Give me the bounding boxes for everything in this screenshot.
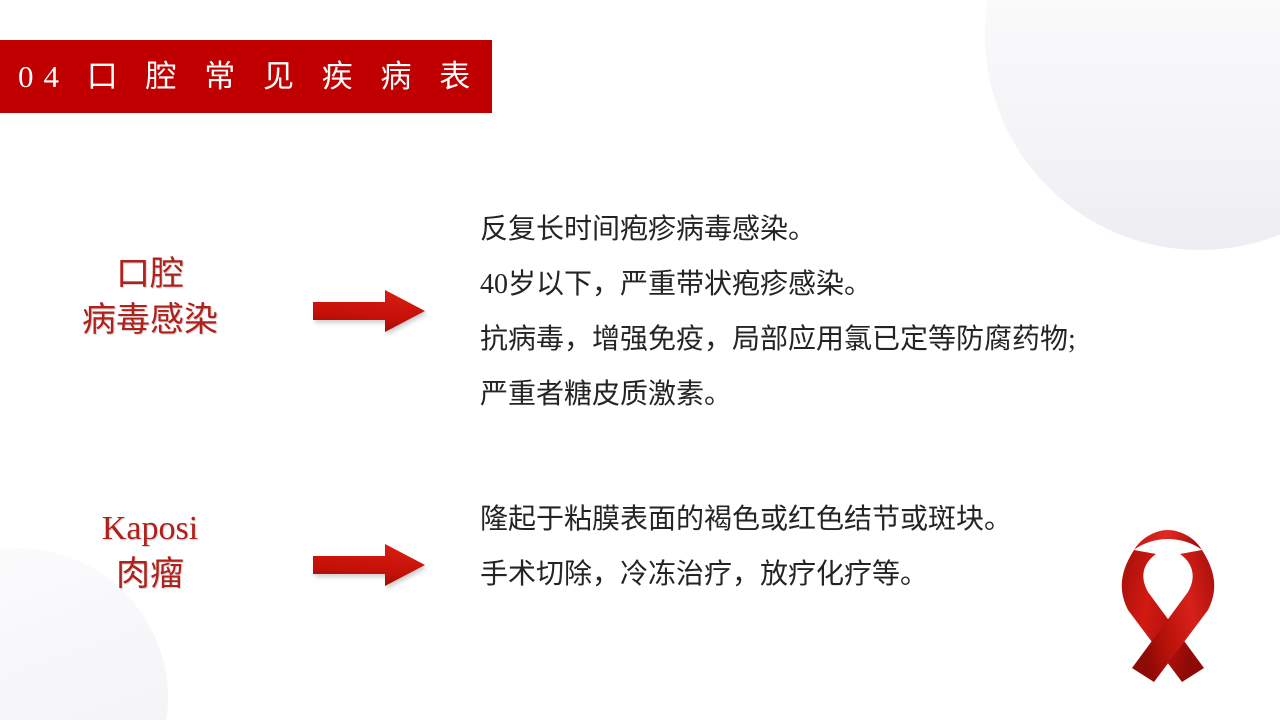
arrow-cell-2 [300,486,480,586]
label-line-1: Kaposi [101,510,199,547]
page-title: 04 口 腔 常 见 疾 病 表 现 [18,59,539,94]
content-row-kaposi-sarcoma: Kaposi 肉瘤 隆起于粘膜表面的褐色或红色结节或斑块。 手术切除，冷冻治疗，… [0,486,1012,602]
body-line: 抗病毒，增强免疫，局部应用氯已定等防腐药物; [480,324,1076,355]
row-label-kaposi-sarcoma: Kaposi 肉瘤 [0,486,300,598]
body-line: 隆起于粘膜表面的褐色或红色结节或斑块。 [480,504,1013,535]
right-arrow-icon [313,544,425,586]
body-text-oral-virus-infection: 反复长时间疱疹病毒感染。 40岁以下，严重带状疱疹感染。 抗病毒，增强免疫，局部… [480,196,1076,422]
arrow-cell-1 [300,196,480,332]
right-arrow-icon [313,290,425,332]
body-line: 严重者糖皮质激素。 [480,379,733,410]
row-label-oral-virus-infection: 口腔 病毒感染 [0,196,300,344]
label-line-2: 肉瘤 [116,556,184,593]
label-line-1: 口腔 [116,256,184,293]
section-title-banner: 04 口 腔 常 见 疾 病 表 现 [0,40,529,113]
body-line: 反复长时间疱疹病毒感染。 [480,214,817,245]
body-line: 手术切除，冷冻治疗，放疗化疗等。 [480,559,929,590]
label-line-2: 病毒感染 [82,302,218,339]
content-row-oral-virus-infection: 口腔 病毒感染 反复长时间疱疹病毒感染。 40岁以下，严重带状疱疹感染。 抗病毒… [0,196,1076,422]
body-text-kaposi-sarcoma: 隆起于粘膜表面的褐色或红色结节或斑块。 手术切除，冷冻治疗，放疗化疗等。 [480,486,1012,602]
body-line: 40岁以下，严重带状疱疹感染。 [480,269,873,300]
red-awareness-ribbon-icon [1121,530,1215,682]
